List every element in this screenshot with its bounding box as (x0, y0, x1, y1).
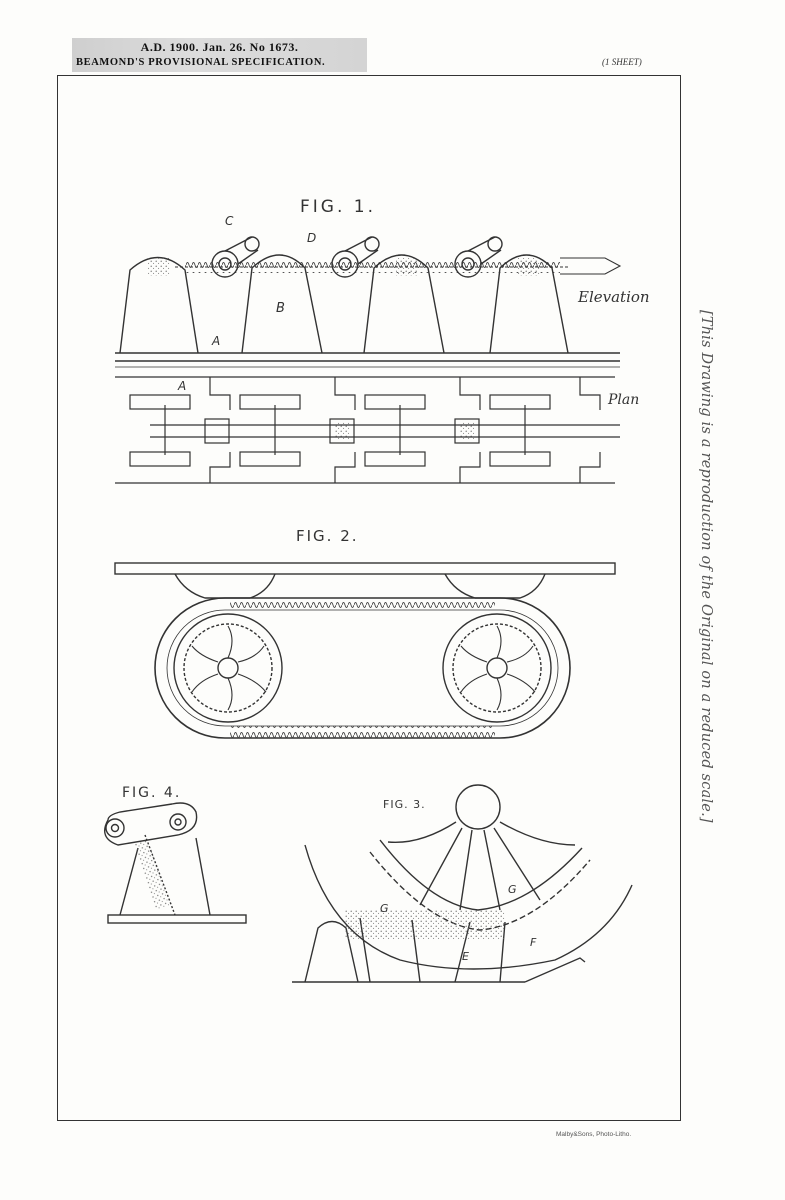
fig1-plan (115, 376, 620, 484)
fig1-title: FIG. 1. (300, 197, 376, 217)
fig3-wheel-section (292, 784, 633, 983)
fig3-letter-g1: G (380, 902, 389, 915)
specification-title: Beamond's Provisional Specification. (76, 57, 326, 68)
fig2-wheel-spokes (191, 625, 536, 711)
fig1-elevation-label: Elevation (577, 288, 650, 306)
fig1-letter-b: B (276, 301, 285, 316)
patent-number: A.D. 1900. Jan. 26. No 1673. (140, 40, 299, 54)
fig1-plan-letter-a: A (177, 379, 186, 393)
fig1-letter-c: C (225, 214, 234, 228)
fig4-shoe (104, 802, 247, 924)
fig3-letter-f: F (530, 936, 537, 949)
fig1-letter-a: A (211, 334, 220, 348)
drawing-frame (57, 75, 681, 1121)
fig2-title: FIG. 2. (296, 527, 359, 545)
fig1-plan-label: Plan (607, 392, 639, 408)
fig3-letter-e: E (462, 950, 469, 963)
printer-credit: Malby&Sons, Photo-Litho. (556, 1131, 632, 1138)
fig3-title: FIG. 3. (383, 798, 426, 811)
fig3-letter-g2: G (508, 883, 517, 896)
sheet-count: (1 SHEET) (602, 57, 642, 67)
fig4-title: FIG. 4. (122, 785, 181, 801)
fig1-elevation (115, 236, 622, 368)
fig1-letter-d: D (307, 231, 316, 245)
fig2-track-vehicle (114, 562, 616, 739)
header-box: A.D. 1900. Jan. 26. No 1673. Beamond's P… (72, 38, 367, 72)
